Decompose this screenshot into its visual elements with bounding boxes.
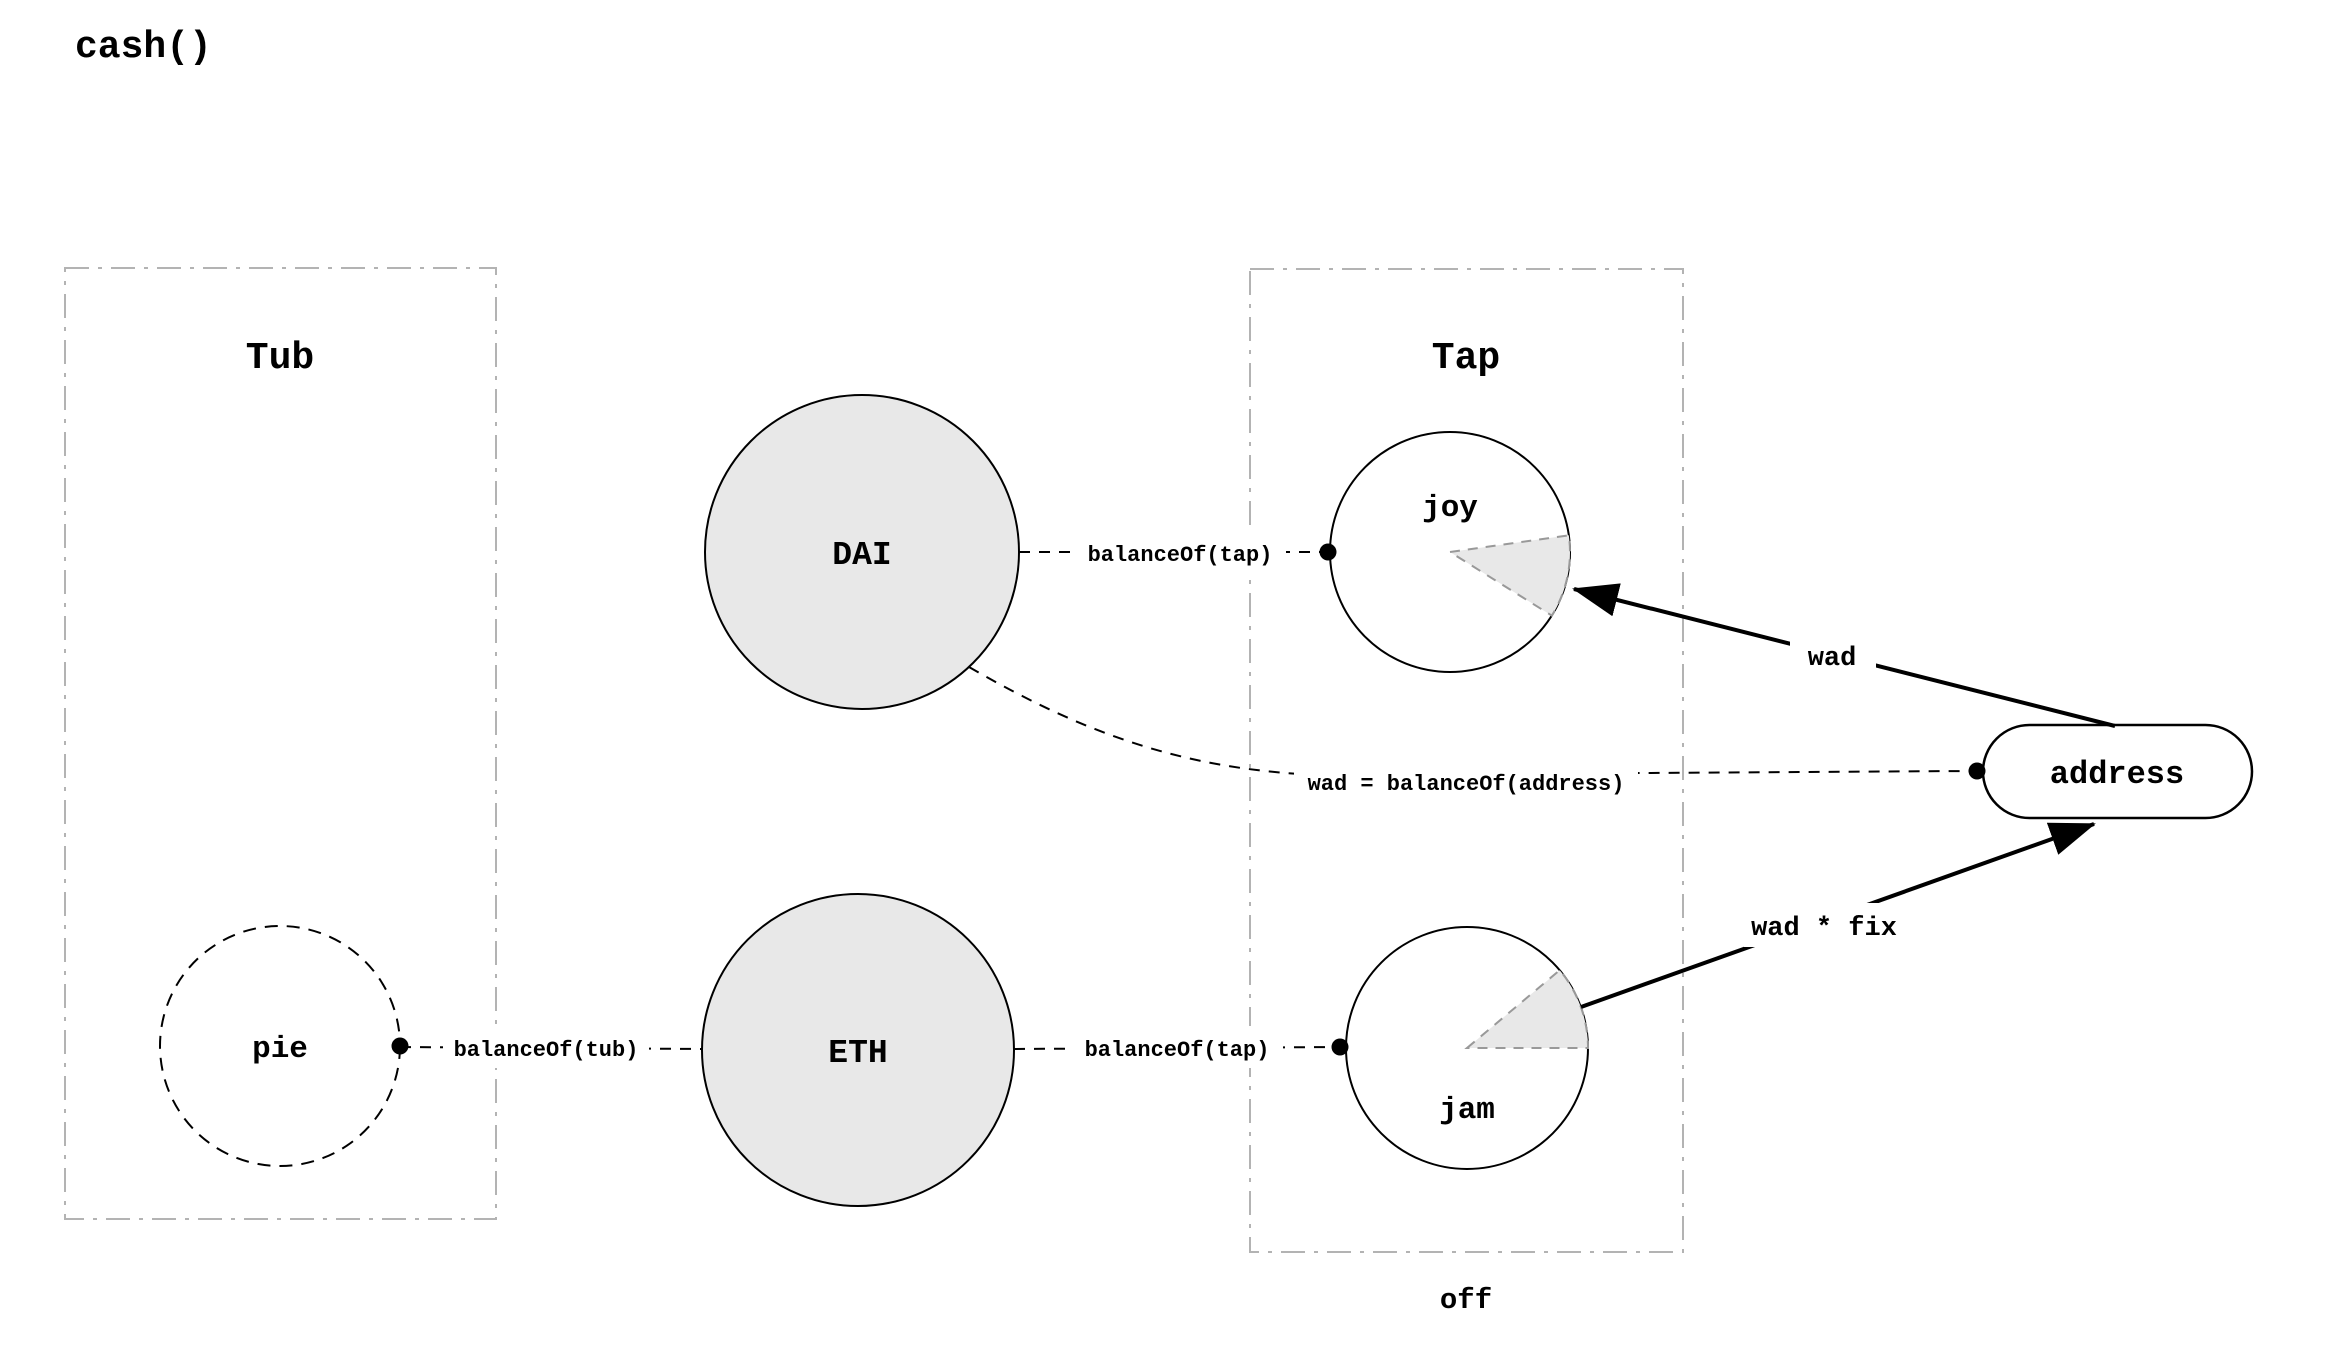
label-bg-balanceof-tap-top [1076, 531, 1286, 573]
edge-label-wad: wad [1808, 644, 1857, 674]
dot-address-edge [1968, 762, 1986, 780]
edge-label-balanceof-tap-bottom: balanceOf(tap) [1085, 1038, 1270, 1063]
dot-jam-edge [1331, 1038, 1349, 1056]
eth-node [701, 893, 1015, 1207]
joy-wedge [1447, 534, 1571, 617]
eth-node-label: ETH [828, 1035, 887, 1072]
dai-node-label: DAI [832, 537, 891, 574]
edge-label-balanceof-tap-top: balanceOf(tap) [1088, 543, 1273, 568]
edge-label-balanceof-tub: balanceOf(tub) [454, 1038, 639, 1063]
dai-node [704, 394, 1020, 710]
label-bg-wad-fix [1744, 903, 1904, 947]
edge-label-wad-fix: wad * fix [1751, 914, 1897, 944]
label-bg-balanceof-tub [443, 1026, 649, 1068]
tap-cluster-box [1249, 268, 1684, 1253]
tap-cluster-footer: off [1440, 1284, 1492, 1317]
jam-wedge [1464, 968, 1590, 1049]
dot-joy-edge [1319, 543, 1337, 561]
tub-cluster-box [64, 267, 497, 1220]
address-node-label: address [2050, 756, 2184, 793]
diagram-title: cash() [75, 26, 212, 69]
dot-pie-edge [391, 1037, 409, 1055]
label-bg-wad [1790, 633, 1876, 677]
jam-node-label: jam [1439, 1093, 1495, 1128]
joy-node-label: joy [1422, 491, 1478, 526]
label-bg-balanceof-tap-bottom [1073, 1026, 1283, 1068]
label-bg-wad-balanceof-address [1294, 758, 1638, 804]
edge-label-wad-balanceof-address: wad = balanceOf(address) [1308, 772, 1625, 797]
tap-cluster-label: Tap [1432, 337, 1500, 380]
pie-node-label: pie [252, 1032, 308, 1067]
tub-cluster-label: Tub [246, 337, 314, 380]
